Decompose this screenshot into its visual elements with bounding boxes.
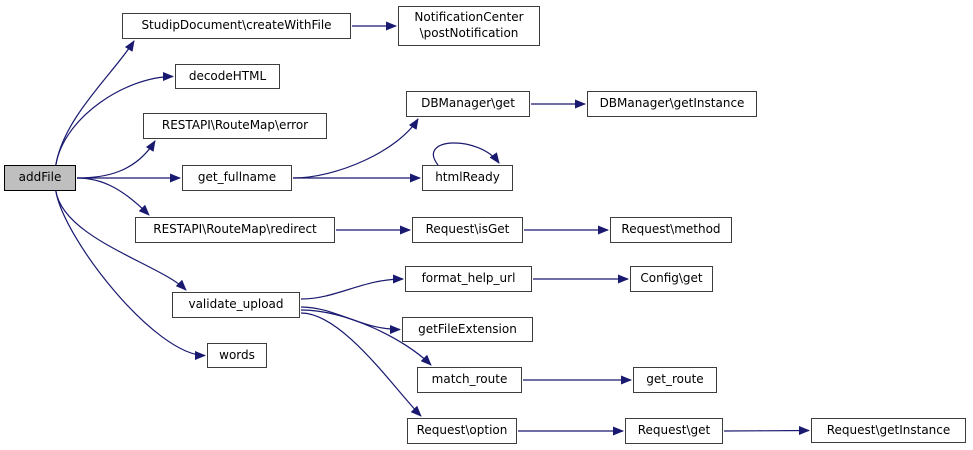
edge-addfile-to-validate-upload bbox=[55, 190, 187, 291]
edge-htmlready-to-htmlready bbox=[432, 142, 500, 166]
node-words[interactable]: words bbox=[207, 343, 267, 368]
edge-addfile-to-routemap-error bbox=[76, 140, 156, 179]
node-getfileextension[interactable]: getFileExtension bbox=[402, 317, 533, 342]
node-routemap-redirect[interactable]: RESTAPI\RouteMap\redirect bbox=[135, 217, 335, 243]
edge-addfile-to-words bbox=[55, 190, 206, 360]
node-request-option[interactable]: Request\option bbox=[407, 418, 517, 444]
edge-validate-upload-to-match-route bbox=[300, 309, 432, 366]
edge-request-get-to-request-getinstance bbox=[723, 426, 810, 436]
node-request-method[interactable]: Request\method bbox=[610, 217, 732, 243]
node-postnotification[interactable]: NotificationCenter \postNotification bbox=[398, 6, 540, 46]
node-request-getinstance[interactable]: Request\getInstance bbox=[811, 418, 966, 443]
edge-addfile-to-routemap-redirect bbox=[76, 177, 150, 216]
node-dbmanager-getinstance[interactable]: DBManager\getInstance bbox=[587, 91, 757, 117]
edge-addfile-to-decodehtml bbox=[55, 72, 174, 166]
node-decodehtml[interactable]: decodeHTML bbox=[175, 64, 280, 89]
node-addfile: addFile bbox=[4, 165, 76, 191]
edge-get-fullname-to-dbmanager-get bbox=[292, 118, 419, 179]
edge-validate-upload-to-format-help-url bbox=[300, 274, 404, 300]
node-validate-upload[interactable]: validate_upload bbox=[172, 292, 300, 318]
node-get-fullname[interactable]: get_fullname bbox=[182, 165, 292, 191]
node-config-get[interactable]: Config\get bbox=[630, 266, 713, 292]
node-request-isget[interactable]: Request\isGet bbox=[412, 217, 523, 243]
node-request-get[interactable]: Request\get bbox=[625, 418, 723, 444]
node-dbmanager-get[interactable]: DBManager\get bbox=[406, 91, 530, 117]
node-get-route[interactable]: get_route bbox=[633, 367, 717, 393]
node-format-help-url[interactable]: format_help_url bbox=[405, 266, 532, 292]
edge-addfile-to-createwithfile bbox=[55, 40, 135, 166]
node-htmlready[interactable]: htmlReady bbox=[422, 165, 513, 191]
node-match-route[interactable]: match_route bbox=[417, 367, 522, 393]
node-routemap-error[interactable]: RESTAPI\RouteMap\error bbox=[143, 113, 327, 139]
edge-validate-upload-to-request-option bbox=[300, 312, 422, 417]
node-createwithfile[interactable]: StudipDocument\createWithFile bbox=[122, 13, 351, 39]
